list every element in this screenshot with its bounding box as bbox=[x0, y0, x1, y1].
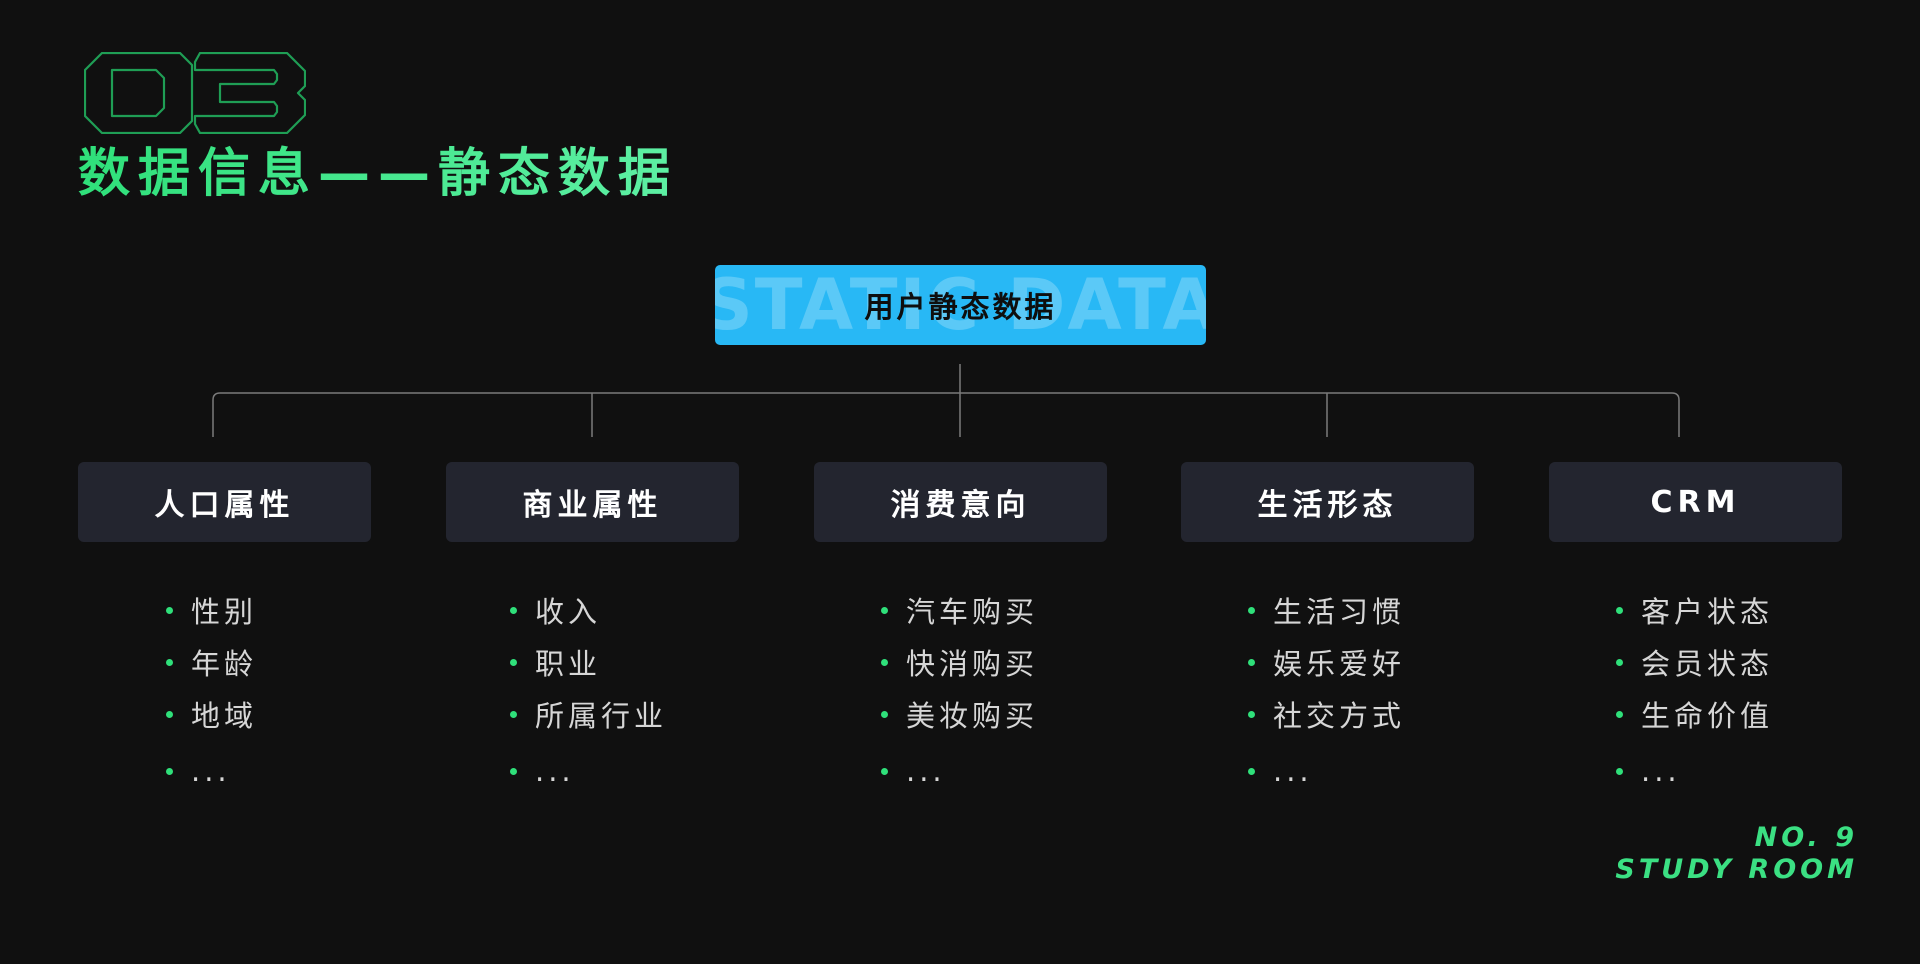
list-item: 快消购买 bbox=[881, 636, 1107, 688]
bullet-dot bbox=[1248, 606, 1255, 614]
bullet-dot bbox=[166, 606, 173, 614]
list-item: 汽车购买 bbox=[881, 584, 1107, 636]
list-item: 所属行业 bbox=[510, 688, 739, 740]
category-consumption: 消费意向 汽车购买 快消购买 美妆购买 ... bbox=[814, 462, 1107, 788]
category-label: 消费意向 bbox=[814, 462, 1107, 542]
item-list: 汽车购买 快消购买 美妆购买 ... bbox=[814, 584, 1107, 802]
item-list: 收入 职业 所属行业 ... bbox=[446, 584, 739, 802]
list-item: ... bbox=[1248, 740, 1474, 802]
root-label: 用户静态数据 bbox=[864, 290, 1057, 324]
list-item: 年龄 bbox=[166, 636, 371, 688]
bullet-dot bbox=[1616, 658, 1623, 666]
list-item: 生活习惯 bbox=[1248, 584, 1474, 636]
bullet-dot bbox=[510, 658, 517, 666]
category-business: 商业属性 收入 职业 所属行业 ... bbox=[446, 462, 739, 788]
category-label: 商业属性 bbox=[446, 462, 739, 542]
list-item: 社交方式 bbox=[1248, 688, 1474, 740]
list-item: 地域 bbox=[166, 688, 371, 740]
bullet-dot bbox=[510, 710, 517, 718]
category-demographics: 人口属性 性别 年龄 地域 ... bbox=[78, 462, 371, 788]
bullet-dot bbox=[166, 767, 173, 775]
list-item: 职业 bbox=[510, 636, 739, 688]
bullet-dot bbox=[510, 767, 517, 775]
section-number-outline bbox=[84, 52, 306, 134]
list-item: 客户状态 bbox=[1616, 584, 1842, 636]
bullet-dot bbox=[1616, 606, 1623, 614]
list-item: ... bbox=[166, 740, 371, 802]
list-item: ... bbox=[881, 740, 1107, 802]
list-item: 性别 bbox=[166, 584, 371, 636]
brand-logo: NO. 9 STUDY ROOM bbox=[1615, 822, 1858, 886]
list-item: 娱乐爱好 bbox=[1248, 636, 1474, 688]
root-node: STATIC DATA 用户静态数据 bbox=[715, 265, 1206, 345]
bullet-dot bbox=[1248, 658, 1255, 666]
list-item: 美妆购买 bbox=[881, 688, 1107, 740]
bullet-dot bbox=[881, 658, 888, 666]
bullet-dot bbox=[1616, 710, 1623, 718]
list-item: 会员状态 bbox=[1616, 636, 1842, 688]
section-title: 数据信息——静态数据 bbox=[78, 144, 679, 204]
bullet-dot bbox=[881, 767, 888, 775]
bullet-dot bbox=[1248, 710, 1255, 718]
category-label: 生活形态 bbox=[1181, 462, 1474, 542]
item-list: 客户状态 会员状态 生命价值 ... bbox=[1549, 584, 1842, 802]
bullet-dot bbox=[1616, 767, 1623, 775]
bullet-dot bbox=[881, 710, 888, 718]
category-label: 人口属性 bbox=[78, 462, 371, 542]
bullet-dot bbox=[1248, 767, 1255, 775]
item-list: 生活习惯 娱乐爱好 社交方式 ... bbox=[1181, 584, 1474, 802]
list-item: 生命价值 bbox=[1616, 688, 1842, 740]
list-item: 收入 bbox=[510, 584, 739, 636]
list-item: ... bbox=[1616, 740, 1842, 802]
bullet-dot bbox=[166, 658, 173, 666]
item-list: 性别 年龄 地域 ... bbox=[78, 584, 371, 802]
bullet-dot bbox=[166, 710, 173, 718]
root-watermark: STATIC DATA bbox=[715, 265, 1206, 345]
bullet-dot bbox=[510, 606, 517, 614]
brand-line-1: NO. 9 bbox=[1754, 822, 1858, 853]
brand-line-2: STUDY ROOM bbox=[1615, 854, 1858, 885]
category-lifestyle: 生活形态 生活习惯 娱乐爱好 社交方式 ... bbox=[1181, 462, 1474, 788]
category-label: CRM bbox=[1549, 462, 1842, 542]
bullet-dot bbox=[881, 606, 888, 614]
category-crm: CRM 客户状态 会员状态 生命价值 ... bbox=[1549, 462, 1842, 788]
list-item: ... bbox=[510, 740, 739, 802]
